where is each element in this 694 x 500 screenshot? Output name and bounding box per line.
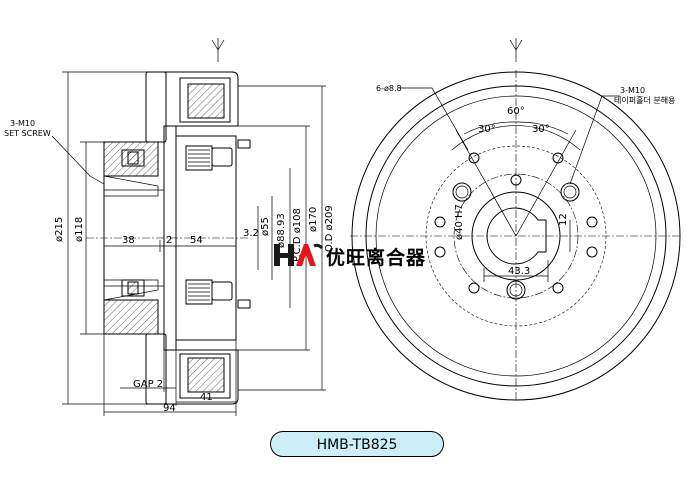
dim-d118: ø118 [74, 217, 85, 242]
model-badge: HMB-TB825 [270, 431, 444, 457]
coil-upper [187, 83, 225, 119]
front-view-labels: 6-ø8.8 3-M10 테이퍼홀더 분해용 60° 30° 30° ø40 H… [376, 84, 675, 277]
dim-od: O.D ø209 [324, 205, 335, 252]
dim-keyway: 12 [558, 213, 569, 226]
m10-callout-line1: 3-M10 [620, 86, 645, 95]
dim-d88-93: ø88.93 [276, 213, 287, 248]
dim-bore: ø40 H7 [454, 204, 465, 240]
section-view-labels: 3-M10 SET SCREW ø215 ø118 38 2 54 3.2 ø5… [4, 119, 335, 414]
coil-lower [187, 357, 225, 393]
dim-offset: 3.2 [243, 228, 259, 239]
section-view [51, 38, 326, 416]
dim-pcd: P.C.D ø108 [292, 208, 303, 262]
dim-bore-length: 38 [122, 235, 135, 246]
brand-logo [274, 243, 324, 266]
dim-94: 94 [163, 403, 176, 414]
m10-callout-line2: 테이퍼홀더 분해용 [614, 95, 675, 105]
dim-hub-length: 54 [190, 235, 203, 246]
dim-41: 41 [200, 392, 213, 403]
dim-d215: ø215 [54, 217, 65, 242]
dim-gap-mid: 2 [166, 235, 172, 246]
set-screw-callout-line2: SET SCREW [4, 129, 51, 138]
dim-gap: GAP 2 [133, 379, 163, 390]
bore-keyway [486, 207, 547, 265]
dim-d55: ø55 [260, 217, 271, 236]
mounting-holes [434, 152, 598, 294]
set-screw-callout-line1: 3-M10 [10, 119, 35, 128]
brand-name: 优旺离合器 [326, 247, 427, 269]
holes-callout: 6-ø8.8 [376, 84, 402, 93]
dim-d170: ø170 [308, 207, 319, 232]
dim-key-depth: 43.3 [508, 266, 530, 277]
front-view [350, 38, 682, 402]
angle-60: 60° [507, 106, 525, 117]
angle-30-left: 30° [478, 124, 496, 135]
angle-30-right: 30° [532, 124, 550, 135]
